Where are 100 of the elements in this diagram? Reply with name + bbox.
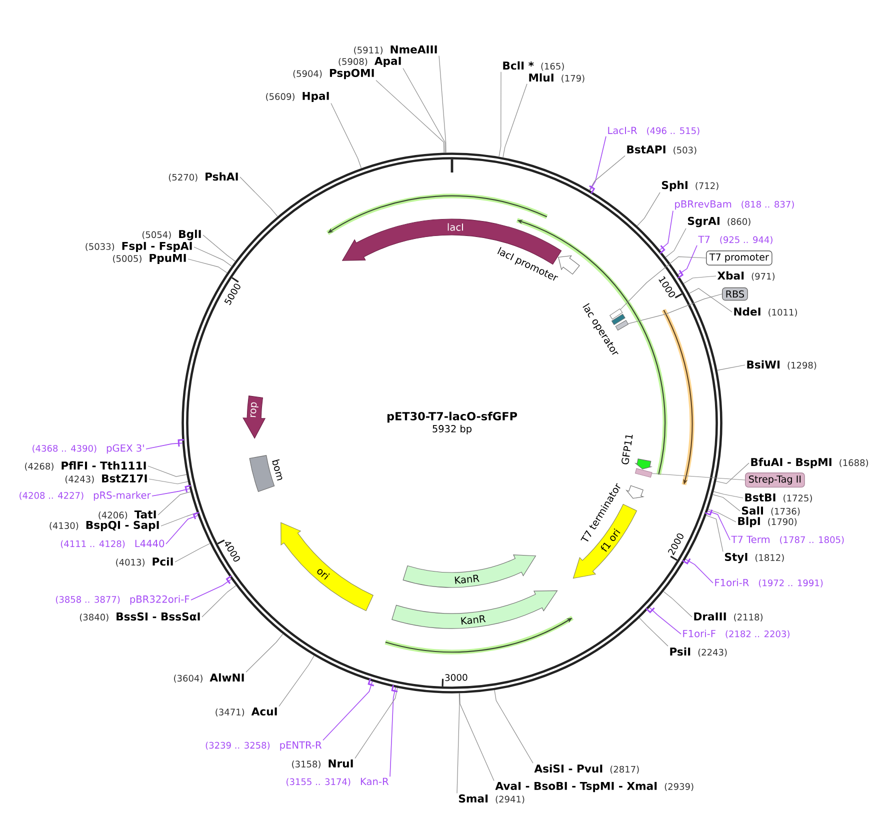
tick-label: 2000	[668, 533, 684, 556]
leader-line	[628, 294, 722, 324]
leader-line	[456, 693, 460, 794]
restriction-site-label: MluI (179)	[529, 73, 584, 83]
primer-label: (3239 .. 3258) pENTR-R	[206, 741, 322, 751]
leader-line	[712, 494, 740, 512]
feature-label: Strep-Tag II	[745, 472, 805, 488]
leader-line	[706, 515, 724, 552]
restriction-site-label: BlpI (1790)	[738, 516, 797, 528]
leader-line	[639, 618, 668, 646]
restriction-site-label: BstAPI (503)	[627, 145, 696, 155]
primer-label: T7 Term (1787 .. 1805)	[731, 536, 844, 544]
restriction-site-label: (5904) PspOMI	[293, 68, 374, 80]
feature-band: ori	[280, 522, 374, 612]
leader-line	[188, 258, 228, 274]
restriction-site-label: (5054) BglI	[142, 230, 201, 240]
restriction-site-label: (3471) AcuI	[216, 707, 277, 717]
leader-line	[240, 176, 278, 217]
restriction-site-label: AsiSI - PvuI (2817)	[534, 764, 639, 774]
leader-line	[649, 607, 682, 634]
leader-line	[707, 510, 730, 540]
leader-line	[590, 136, 606, 191]
leader-line	[330, 102, 362, 169]
feature-mark	[635, 468, 652, 478]
leader-line	[246, 634, 284, 672]
leader-line	[683, 276, 716, 284]
leader-line	[160, 512, 198, 526]
restriction-site-label: PsiI (2243)	[670, 647, 727, 657]
leader-line	[708, 509, 736, 522]
feature-label: T7 promoter	[706, 250, 772, 266]
leader-line	[678, 244, 698, 276]
primer-label: (4368 .. 4390) pGEX 3'	[32, 444, 144, 454]
primer-label: F1ori-F (2182 .. 2203)	[683, 630, 790, 638]
restriction-site-label: (5911) NmeAIII	[354, 45, 437, 55]
leader-line	[202, 585, 236, 618]
leader-line	[148, 466, 187, 477]
primer-label: pBRrevBam (818 .. 837)	[675, 200, 794, 210]
restriction-site-label: AvaI - BsoBI - TspMI - XmaI (2939)	[495, 782, 694, 792]
leader-line	[202, 234, 236, 262]
primer-label: (4111 .. 4128) L4440	[60, 540, 164, 548]
restriction-site-label: (5033) FspI - FspAI	[86, 242, 192, 252]
primer-label: F1ori-R (1972 .. 1991)	[715, 578, 823, 588]
leader-line	[663, 591, 692, 618]
restriction-site-label: NdeI (1011)	[734, 307, 797, 317]
restriction-site-label: (3158) NruI	[292, 759, 353, 769]
leader-line	[620, 256, 706, 310]
leader-line	[636, 192, 660, 226]
leader-line	[158, 492, 191, 516]
restriction-site-label: BstBI (1725)	[745, 493, 812, 503]
feature-mark	[610, 308, 623, 320]
feature-band: rop	[242, 396, 266, 438]
leader-line	[354, 688, 398, 759]
leader-line	[716, 462, 750, 484]
leader-line	[152, 488, 190, 496]
restriction-site-label: SgrAI (860)	[688, 216, 750, 228]
restriction-site-label: (4268) PflFI - Tth111I	[25, 461, 146, 471]
primer-label: T7 (925 .. 944)	[698, 236, 772, 244]
leader-line	[659, 210, 674, 250]
leader-line	[716, 364, 746, 371]
leader-line	[494, 690, 534, 764]
restriction-site-label: (3840) BssSI - BssSαI	[80, 612, 200, 622]
leader-line	[665, 228, 686, 258]
leader-line	[713, 491, 744, 498]
restriction-site-label: BfuAI - BspMI (1688)	[751, 458, 868, 468]
leader-line	[390, 687, 396, 778]
restriction-site-label: StyI (1812)	[724, 552, 784, 564]
feature-band: KanR	[402, 554, 536, 588]
leader-line	[689, 288, 732, 312]
tick-label: 3000	[445, 674, 468, 682]
restriction-site-label: SalI (1736)	[742, 506, 800, 516]
leader-line	[459, 692, 494, 782]
leader-line	[498, 72, 502, 158]
leader-line	[146, 442, 183, 450]
leader-line	[148, 478, 188, 484]
restriction-site-label: DraIII (2118)	[694, 612, 762, 622]
restriction-site-label: (4206) TatI	[98, 510, 156, 520]
leader-line	[166, 515, 198, 544]
restriction-site-label: SmaI (2941)	[458, 794, 524, 804]
restriction-site-label: (5908) ApaI	[338, 56, 401, 68]
leader-line	[278, 655, 314, 707]
feature-band: KanR	[392, 590, 558, 629]
feature-box: bom	[249, 455, 282, 492]
restriction-site-label: (4130) BspQI - SapI	[50, 520, 159, 532]
feature-label: RBS	[722, 287, 748, 301]
restriction-site-label: BsiWI (1298)	[747, 360, 816, 370]
restriction-site-label: (5609) HpaI	[266, 92, 329, 102]
leader-line	[376, 80, 444, 154]
restriction-site-label: (4243) BstZ17I	[65, 474, 147, 484]
restriction-site-label: XbaI (971)	[717, 271, 774, 281]
restriction-site-label: (5005) PpuMI	[113, 254, 186, 264]
restriction-site-label: (4013) PciI	[116, 557, 173, 567]
leader-line	[402, 68, 446, 153]
leader-line	[322, 681, 373, 741]
restriction-site-label: BclI * (165)	[503, 61, 564, 71]
leader-line	[190, 578, 232, 600]
leader-line	[652, 473, 746, 480]
leader-line	[502, 84, 528, 158]
primer-label: (4208 .. 4227) pRS-marker	[20, 491, 151, 501]
leader-line	[589, 155, 626, 190]
primer-label: LacI-R (496 .. 515)	[608, 126, 700, 136]
